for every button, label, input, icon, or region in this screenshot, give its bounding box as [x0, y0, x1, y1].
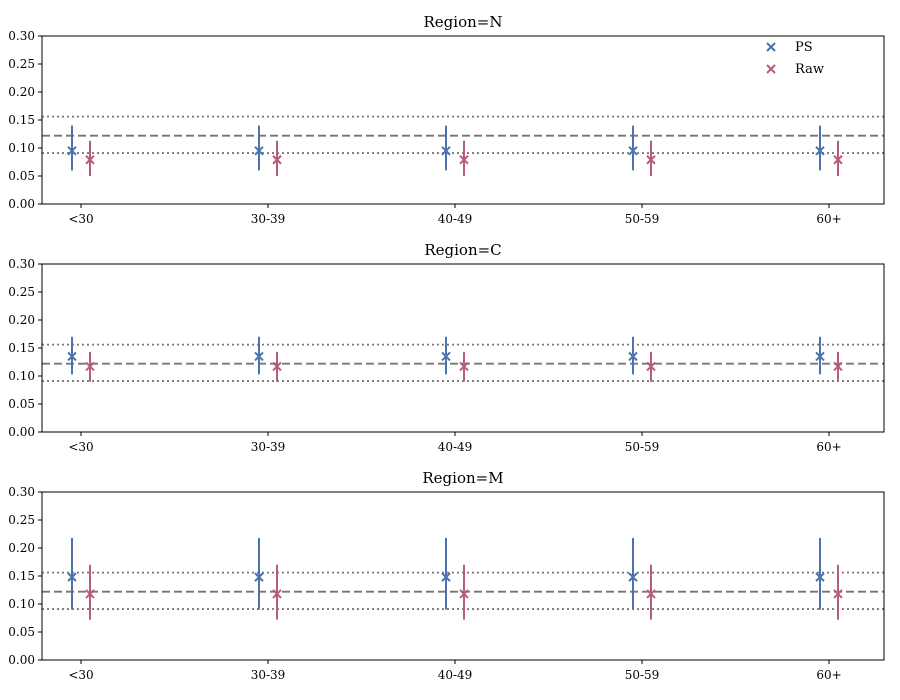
x-tick-label: 30-39: [251, 212, 286, 226]
ps-point-marker: [67, 572, 77, 582]
raw-point-marker: [833, 361, 843, 372]
raw-point-marker: [459, 361, 469, 372]
panel-region-m: Region=M 0.00 0.05 0.10 0.15 0.20 0.25 0.30 <30 3…: [8, 469, 885, 682]
y-tick-label: 0.00: [8, 197, 35, 211]
y-tick-label: 0.30: [8, 29, 35, 43]
raw-point-marker: [646, 589, 656, 599]
panel-region-n: Region=N 0.00 0.05 0.10 0.15 0.20 0.25 0.30 <30 3…: [8, 13, 885, 226]
y-tick-label: 0.30: [8, 485, 35, 499]
raw-point-marker: [646, 361, 656, 372]
panel-region-c: Region=C 0.00 0.05 0.10 0.15 0.20 0.25 0.30 <30 3…: [8, 241, 885, 454]
raw-point-marker: [272, 589, 282, 599]
ps-point-marker: [628, 146, 638, 156]
y-tick-label: 0.00: [8, 425, 35, 439]
y-tick-label: 0.10: [8, 597, 35, 611]
panel-title: Region=M: [422, 469, 503, 487]
panel-title: Region=N: [424, 13, 503, 31]
x-tick-label: <30: [68, 440, 93, 454]
legend-raw-label: Raw: [795, 62, 824, 77]
y-tick-label: 0.15: [8, 341, 35, 355]
x-tick-label: 50-59: [625, 212, 660, 226]
y-tick-label: 0.15: [8, 113, 35, 127]
x-tick-label: 60+: [816, 440, 841, 454]
x-tick-label: <30: [68, 668, 93, 682]
raw-point-marker: [85, 589, 95, 599]
y-tick-label: 0.05: [8, 169, 35, 183]
y-tick-label: 0.00: [8, 653, 35, 667]
ps-point-marker: [67, 351, 77, 362]
ps-point-marker: [441, 351, 451, 362]
raw-point-marker: [272, 361, 282, 372]
ps-point-marker: [254, 351, 264, 362]
y-tick-label: 0.20: [8, 313, 35, 327]
x-tick-label: 40-49: [438, 440, 473, 454]
raw-point-marker: [459, 589, 469, 599]
x-tick-label: 60+: [816, 212, 841, 226]
raw-point-marker: [646, 155, 656, 165]
plot-frame: [41, 263, 885, 433]
raw-point-marker: [459, 155, 469, 165]
ps-point-marker: [254, 572, 264, 582]
plot-frame: [41, 491, 885, 661]
raw-point-marker: [272, 155, 282, 165]
y-tick-label: 0.20: [8, 541, 35, 555]
y-tick-label: 0.15: [8, 569, 35, 583]
y-tick-label: 0.05: [8, 397, 35, 411]
y-tick-label: 0.05: [8, 625, 35, 639]
legend-raw-marker: [766, 64, 776, 74]
ps-point-marker: [254, 146, 264, 156]
x-tick-label: 50-59: [625, 668, 660, 682]
ps-point-marker: [441, 146, 451, 156]
y-tick-label: 0.30: [8, 257, 35, 271]
y-tick-label: 0.10: [8, 141, 35, 155]
y-tick-label: 0.25: [8, 57, 35, 71]
y-tick-label: 0.25: [8, 285, 35, 299]
legend-ps-marker: [766, 42, 776, 52]
plot-frame: [41, 35, 885, 205]
x-tick-label: 30-39: [251, 440, 286, 454]
y-tick-label: 0.10: [8, 369, 35, 383]
ps-point-marker: [628, 351, 638, 362]
ps-point-marker: [815, 572, 825, 582]
y-tick-label: 0.25: [8, 513, 35, 527]
x-tick-label: 30-39: [251, 668, 286, 682]
ps-point-marker: [815, 351, 825, 362]
raw-point-marker: [833, 155, 843, 165]
raw-point-marker: [833, 589, 843, 599]
x-tick-label: 50-59: [625, 440, 660, 454]
legend-ps-label: PS: [795, 40, 813, 55]
x-tick-label: 40-49: [438, 668, 473, 682]
ps-point-marker: [815, 146, 825, 156]
ps-point-marker: [441, 572, 451, 582]
raw-point-marker: [85, 361, 95, 372]
raw-point-marker: [85, 155, 95, 165]
x-tick-label: 60+: [816, 668, 841, 682]
ps-point-marker: [628, 572, 638, 582]
x-tick-label: 40-49: [438, 212, 473, 226]
legend: PS Raw: [766, 40, 824, 77]
ps-point-marker: [67, 146, 77, 156]
y-tick-label: 0.20: [8, 85, 35, 99]
x-tick-label: <30: [68, 212, 93, 226]
panel-title: Region=C: [424, 241, 501, 259]
